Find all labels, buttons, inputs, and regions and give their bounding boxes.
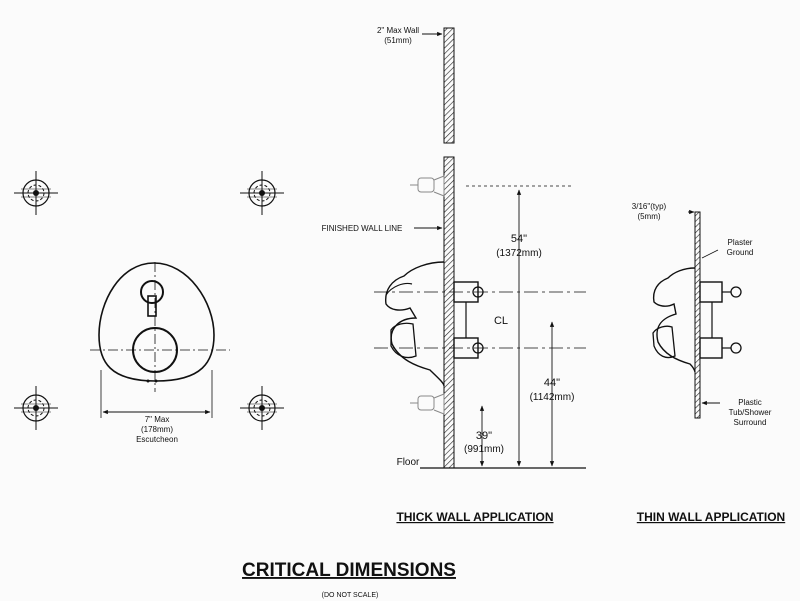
dim-39-label: 39": [476, 430, 492, 442]
floor-label: Floor: [397, 457, 420, 468]
surround-label: Surround: [734, 418, 767, 427]
thick-wall-title: THICK WALL APPLICATION: [396, 510, 553, 524]
dim-54-metric: (1372mm): [496, 248, 542, 259]
plastic-label: Plastic: [738, 398, 762, 407]
crosshair-target-icon: [13, 385, 59, 431]
crosshair-target-icon: [13, 170, 59, 216]
scale-note: (DO NOT SCALE): [322, 592, 379, 599]
dim-44-label: 44": [544, 377, 560, 389]
thin-typ-label: 3/16"(typ): [632, 202, 667, 211]
dim-39-metric: (991mm): [464, 444, 504, 455]
dim-44-metric: (1142mm): [530, 392, 575, 403]
crosshair-target-icon: [239, 385, 285, 431]
escutcheon-width-label: 7" Max: [145, 415, 170, 424]
plaster-label: Plaster: [728, 238, 753, 247]
max-wall-metric: (51mm): [384, 36, 412, 45]
dim-54-label: 54": [511, 233, 527, 245]
thin-wall-title: THIN WALL APPLICATION: [637, 510, 785, 524]
crosshair-target-icon: [239, 170, 285, 216]
max-wall-label: 2" Max Wall: [377, 26, 419, 35]
thick-wall-section: [374, 27, 586, 469]
escutcheon-width-metric: (178mm): [141, 425, 173, 434]
escutcheon-name-label: Escutcheon: [136, 435, 178, 444]
tub-shower-label: Tub/Shower: [729, 408, 772, 417]
plaster-ground-label: Ground: [727, 248, 754, 257]
main-title: CRITICAL DIMENSIONS: [242, 560, 456, 581]
finished-wall-label: FINISHED WALL LINE: [322, 224, 403, 233]
escutcheon-front-view: [90, 262, 230, 418]
thin-typ-metric: (5mm): [637, 212, 660, 221]
thin-wall-section: [652, 209, 742, 419]
centerline-symbol: CL: [494, 315, 508, 327]
